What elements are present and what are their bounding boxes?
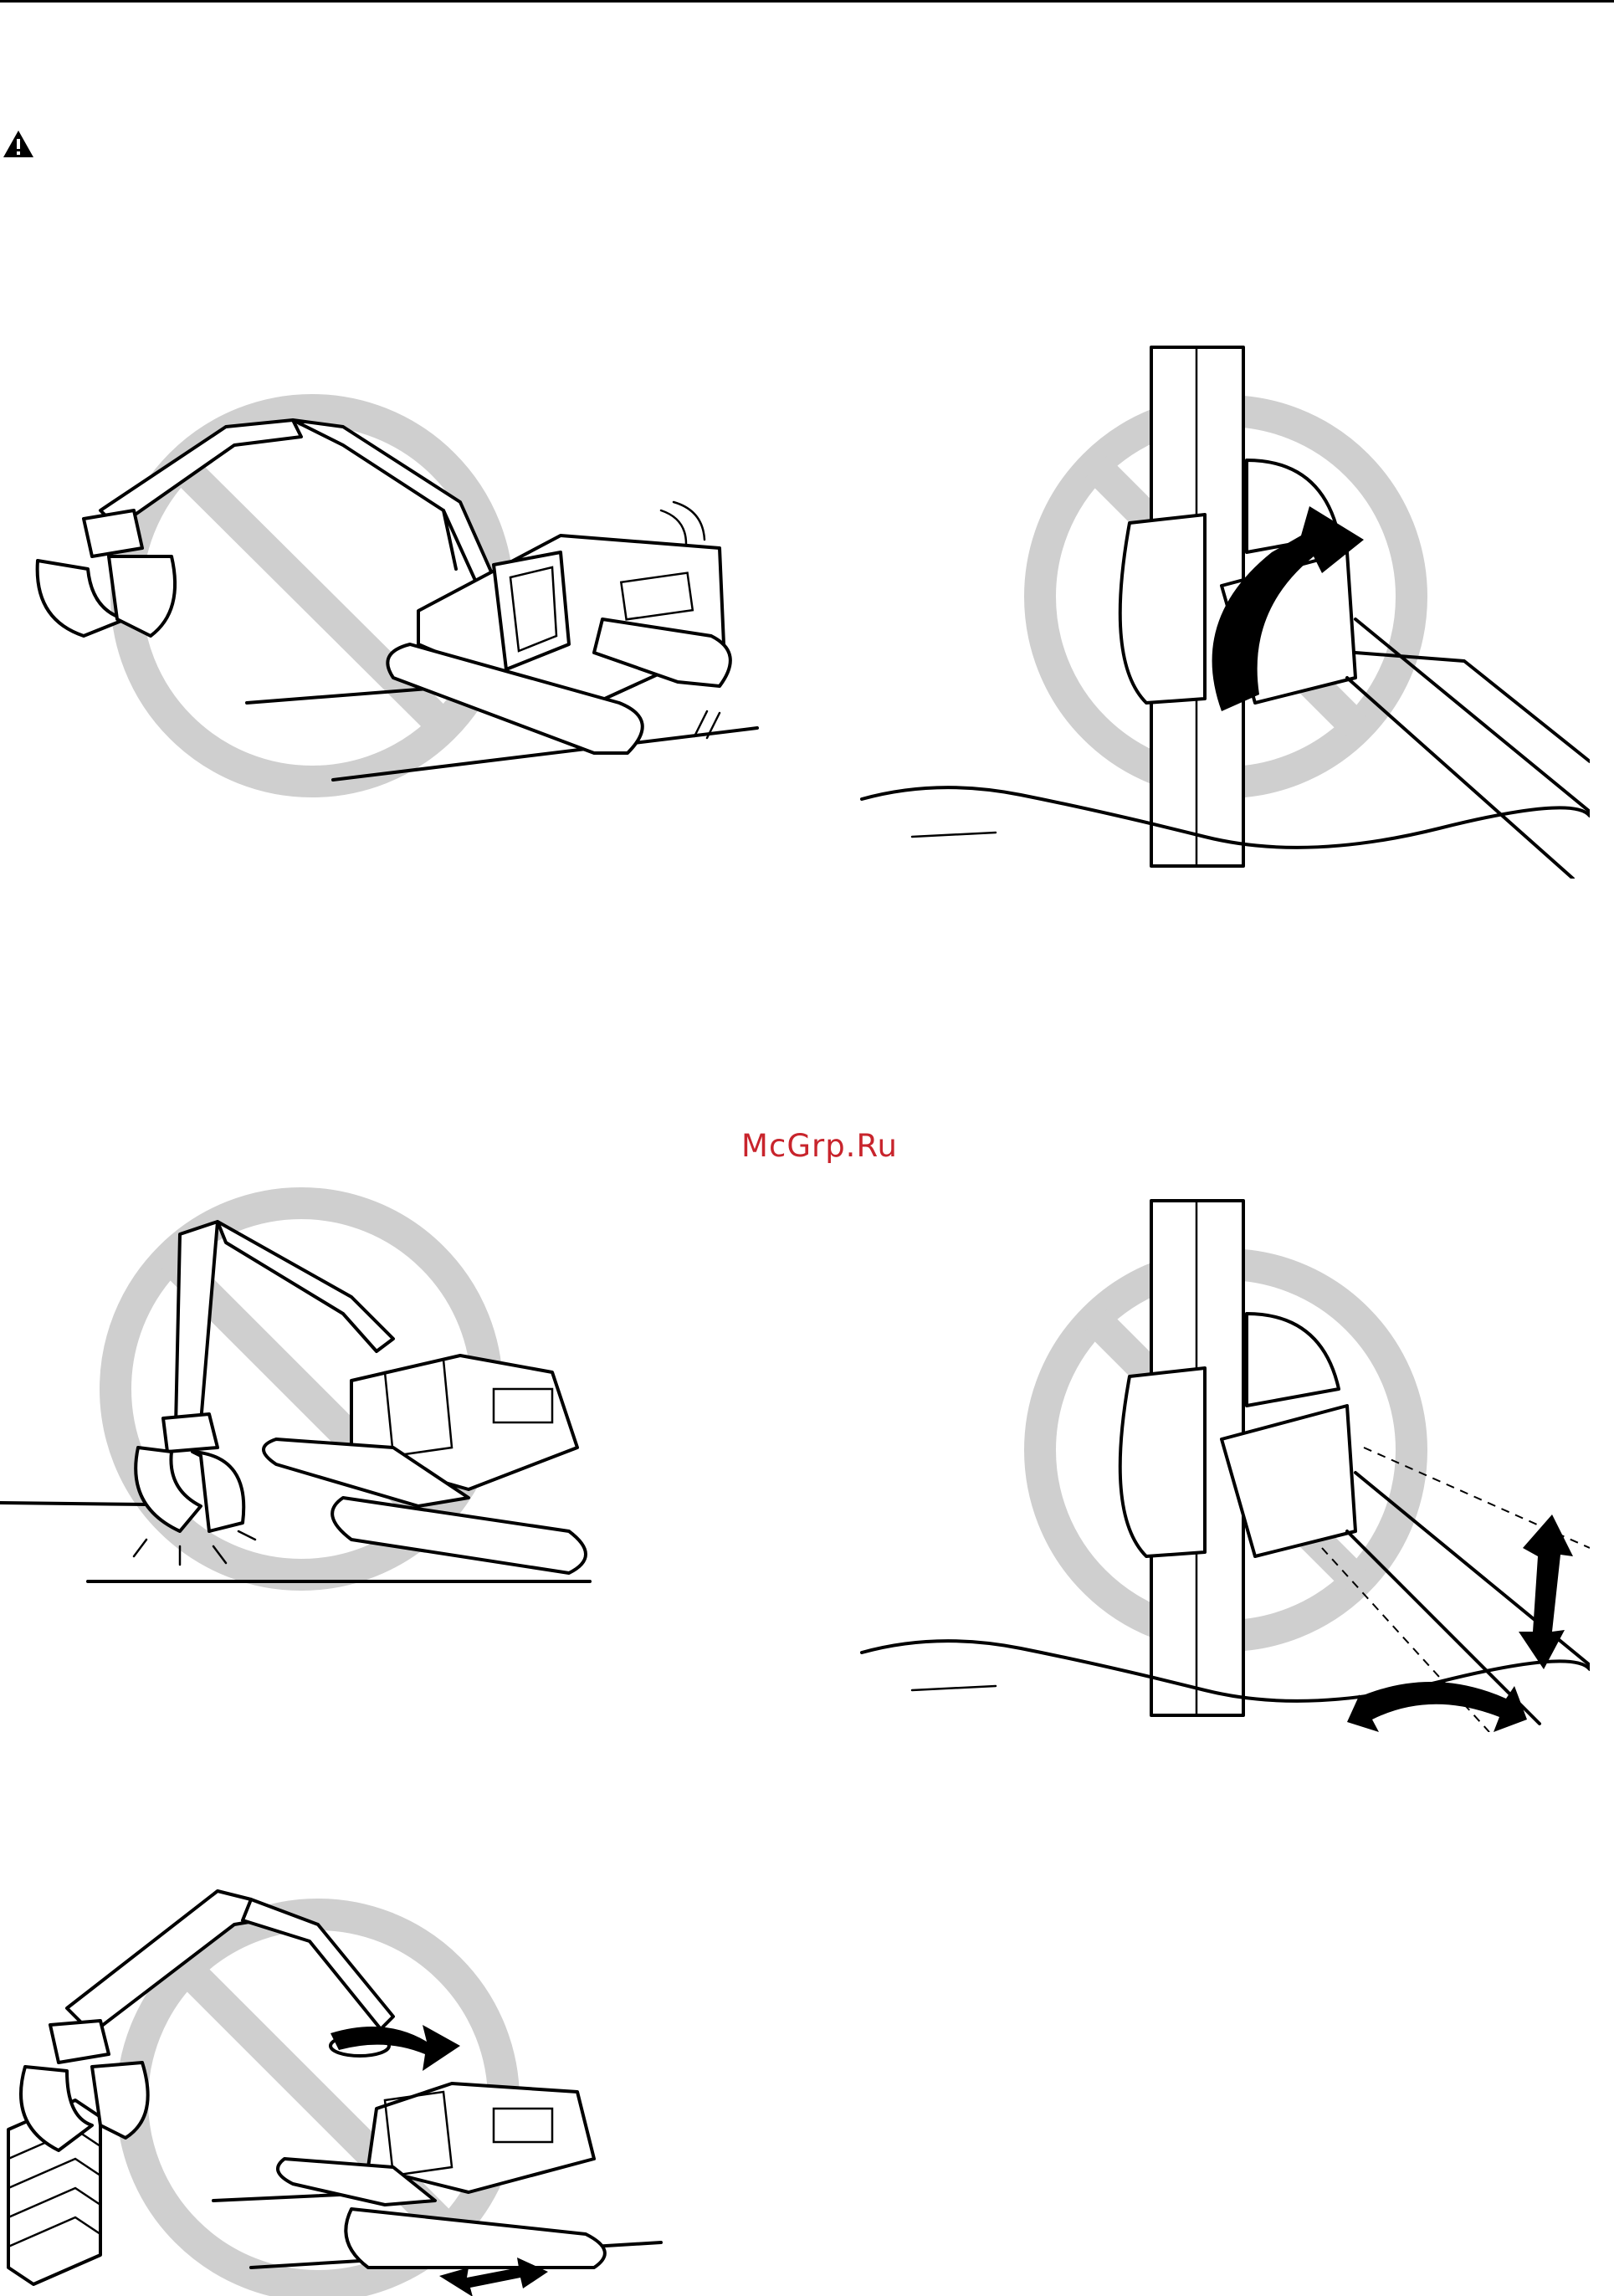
excavator-ground-impact-illustration	[0, 1171, 602, 1607]
figure-grapple-pole-twist	[853, 343, 1590, 879]
figure-excavator-ground-impact	[0, 1171, 602, 1607]
figure-excavator-swing-wall	[0, 1849, 669, 2296]
excavator-slope-illustration	[25, 368, 778, 820]
watermark-text: McGrp.Ru	[741, 1128, 898, 1164]
warning-triangle-icon	[2, 129, 35, 159]
figure-excavator-slope	[25, 368, 778, 820]
grapple-pole-shake-illustration	[853, 1197, 1590, 1732]
header-rule	[0, 0, 1614, 3]
grapple-pole-twist-illustration	[853, 343, 1590, 879]
figure-grapple-pole-shake	[853, 1197, 1590, 1732]
excavator-swing-wall-illustration	[0, 1849, 669, 2296]
watermark: McGrp.Ru	[0, 1128, 1614, 1164]
